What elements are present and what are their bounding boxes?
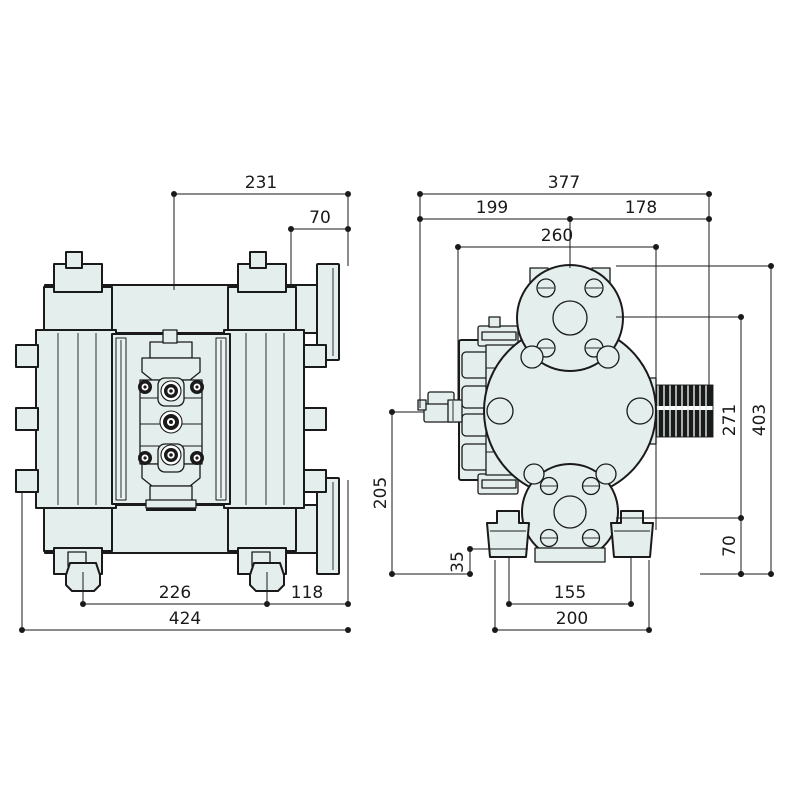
dim-199-label: 199 — [476, 198, 508, 218]
dim-205: 205 — [371, 409, 470, 577]
dim-200: 200 — [492, 560, 652, 633]
dim-403: 403 — [616, 263, 774, 577]
dim-226-label: 226 — [159, 583, 191, 603]
front-view-right-cylinder — [223, 251, 327, 594]
side-view — [417, 264, 714, 563]
dim-70-right: 70 — [616, 515, 744, 577]
dim-377-label: 377 — [548, 173, 580, 193]
dim-403-label: 403 — [750, 404, 770, 436]
side-view-mounting-feet — [486, 510, 654, 563]
dim-205-label: 205 — [371, 477, 391, 509]
side-view-valve-fitting — [417, 391, 463, 423]
dim-178-label: 178 — [625, 198, 657, 218]
side-view-top-flange — [516, 264, 624, 372]
dim-35: 35 — [448, 546, 528, 577]
dim-70-right-label: 70 — [720, 535, 740, 557]
dim-424-label: 424 — [169, 609, 201, 629]
dim-271-label: 271 — [720, 404, 740, 436]
dim-231-label: 231 — [245, 173, 277, 193]
dim-70-top: 70 — [288, 208, 351, 288]
dim-70-top-label: 70 — [309, 208, 331, 228]
front-view-center-housing — [111, 329, 231, 511]
dim-260: 260 — [455, 226, 659, 530]
dim-231: 231 — [171, 173, 351, 290]
dim-35-label: 35 — [448, 551, 468, 573]
front-view — [15, 251, 340, 594]
dim-118-label: 118 — [291, 583, 323, 603]
side-view-crankcase — [483, 324, 657, 498]
dim-155: 155 — [506, 556, 634, 607]
side-view-bottom-flange — [521, 463, 619, 561]
dim-226-118: 226 118 — [80, 480, 351, 607]
dim-260-label: 260 — [541, 226, 573, 246]
dim-199-178: 199 178 — [417, 198, 712, 268]
dim-200-label: 200 — [556, 609, 588, 629]
dim-424: 424 — [19, 492, 351, 633]
dim-155-label: 155 — [554, 583, 586, 603]
front-view-valve-detail — [138, 329, 204, 503]
side-view-dimensions: 377 199 178 260 205 — [371, 173, 774, 633]
front-view-right-flanges — [316, 263, 340, 575]
dim-377: 377 — [417, 173, 712, 408]
front-view-dimensions: 231 70 226 118 424 — [19, 173, 351, 633]
